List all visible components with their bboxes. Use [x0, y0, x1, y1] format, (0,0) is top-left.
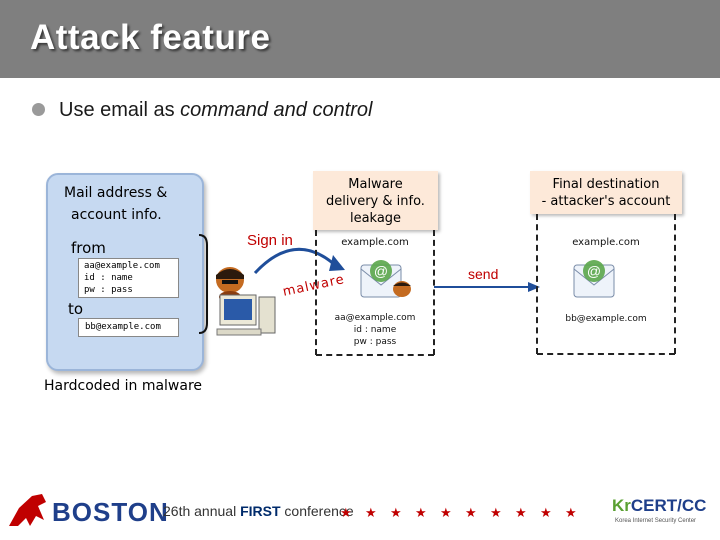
- conference-text: 26th annual FIRST conference: [163, 503, 354, 519]
- right-server-dashed-bottom: [537, 353, 675, 355]
- malware-box-line3: leakage: [349, 211, 402, 226]
- krcert-cert: CERT/CC: [630, 496, 707, 515]
- left-server-email: aa@example.com: [334, 313, 416, 323]
- bullet-italic: command and control: [180, 99, 373, 121]
- footer-bar: [0, 485, 720, 540]
- slide-title: Attack feature: [30, 18, 271, 57]
- from-pw: pw : pass: [84, 285, 133, 295]
- send-arrow-icon: [434, 282, 540, 292]
- footer-star-icon: ★: [565, 505, 577, 520]
- footer-star-icon: ★: [365, 505, 377, 520]
- conf-bold: FIRST: [240, 503, 281, 519]
- left-server-dashed-bottom: [316, 354, 434, 356]
- send-label: send: [468, 266, 499, 282]
- left-server-id: id : name: [353, 325, 397, 335]
- footer-star-icon: ★: [340, 505, 352, 520]
- krcert-subtitle: Korea Internet Security Center: [615, 518, 697, 524]
- malware-host-graphic: [198, 234, 345, 336]
- title-bar: [0, 0, 720, 78]
- boston-logo-text: BOSTON: [52, 497, 169, 527]
- right-server-email: bb@example.com: [565, 314, 647, 324]
- malware-delivery-box: Malware delivery & info. leakage: [313, 171, 438, 230]
- email-envelope-icon: @: [360, 260, 411, 298]
- small-hacker-icon: [393, 281, 411, 297]
- from-account-box: aa@example.com id : name pw : pass: [78, 258, 179, 298]
- footer-star-icon: ★: [515, 505, 527, 520]
- from-id: id : name: [84, 273, 133, 283]
- horse-logo-icon: [9, 494, 46, 526]
- right-server-dashed-right: [674, 214, 676, 354]
- footer-star-icon: ★: [540, 505, 552, 520]
- svg-text:@: @: [374, 263, 388, 279]
- panel-heading-line2: account info.: [71, 207, 162, 223]
- conf-suffix: conference: [280, 503, 354, 519]
- footer-star-icon: ★: [465, 505, 477, 520]
- left-server-dashed-left: [315, 230, 317, 355]
- krcert-kr: Kr: [612, 496, 631, 515]
- bullet-text: Use email as command and control: [59, 99, 372, 122]
- malware-box-line2: delivery & info.: [326, 194, 425, 209]
- final-box-line2: - attacker's account: [541, 194, 671, 209]
- left-server-account: aa@example.com id : name pw : pass: [316, 312, 434, 348]
- right-server-domain: example.com: [572, 237, 640, 248]
- right-server-dashed-left: [536, 214, 538, 354]
- left-server-pw: pw : pass: [353, 337, 397, 347]
- curved-arrow-icon: [253, 247, 336, 275]
- bullet-prefix: Use email as: [59, 99, 181, 121]
- conf-prefix: 26th annual: [163, 503, 241, 519]
- footer-star-icon: ★: [440, 505, 452, 520]
- to-label: to: [68, 300, 84, 318]
- footer-star-icon: ★: [390, 505, 402, 520]
- footer-star-icon: ★: [415, 505, 427, 520]
- final-destination-box: Final destination - attacker's account: [530, 171, 682, 214]
- from-email: aa@example.com: [84, 261, 160, 271]
- sign-in-label: Sign in: [247, 232, 293, 249]
- from-label: from: [71, 239, 106, 257]
- malware-box-line1: Malware: [348, 177, 403, 192]
- final-box-line1: Final destination: [552, 177, 660, 192]
- to-account-box: bb@example.com: [78, 318, 179, 337]
- to-email: bb@example.com: [85, 322, 161, 332]
- footer-star-icon: ★: [490, 505, 502, 520]
- hardcoded-label: Hardcoded in malware: [44, 378, 203, 394]
- left-server-domain: example.com: [341, 237, 409, 248]
- bracket-icon: [198, 234, 208, 334]
- svg-text:@: @: [587, 263, 601, 279]
- krcert-logo: KrCERT/CC: [612, 496, 706, 516]
- bullet-dot: [32, 103, 45, 116]
- computer-icon: [216, 294, 276, 336]
- panel-heading-line1: Mail address &: [64, 185, 168, 201]
- email-envelope-icon-right: @: [573, 260, 615, 298]
- left-server-dashed-right: [433, 230, 435, 355]
